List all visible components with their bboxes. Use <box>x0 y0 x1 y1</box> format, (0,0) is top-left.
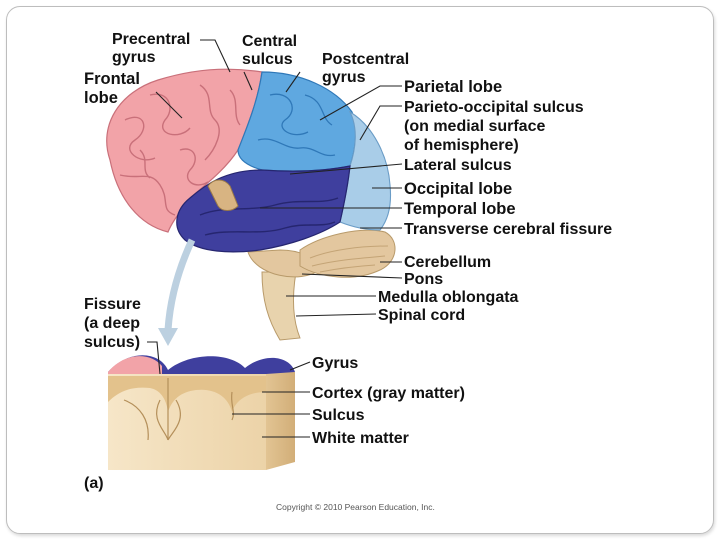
frontal-gyri <box>119 84 241 216</box>
label-gyrus: Gyrus <box>312 355 358 372</box>
label-postcentral-line2: gyrus <box>322 69 366 86</box>
label-frontal-line1: Frontal <box>84 70 140 88</box>
label-temporal-lobe: Temporal lobe <box>404 200 516 218</box>
label-spinal-cord: Spinal cord <box>378 307 465 324</box>
label-parieto-line1: Parieto-occipital sulcus <box>404 99 584 116</box>
spinal-cord <box>261 271 301 341</box>
label-parieto-line3: of hemisphere) <box>404 137 519 154</box>
slide-frame <box>6 6 714 534</box>
label-precentral-line2: gyrus <box>112 49 156 66</box>
label-pons: Pons <box>404 271 443 288</box>
leader-lines <box>147 39 403 438</box>
label-cortex: Cortex (gray matter) <box>312 385 465 402</box>
zoom-arrow <box>164 238 196 331</box>
gray-matter <box>108 376 266 412</box>
label-parieto-line2: (on medial surface <box>404 118 545 135</box>
label-central-line2: sulcus <box>242 51 293 68</box>
label-precentral-line1: Precentral <box>112 31 190 48</box>
sulcus-folds <box>123 378 235 441</box>
label-lateral-sulcus: Lateral sulcus <box>404 157 512 174</box>
cortex-block <box>108 355 295 470</box>
label-fissure-line2: (a deep <box>84 315 140 332</box>
cerebellum-folia <box>309 245 389 273</box>
label-fissure-line3: sulcus) <box>84 334 140 351</box>
label-parietal-lobe: Parietal lobe <box>404 78 502 96</box>
parietal-gyri <box>257 93 336 157</box>
block-side <box>266 372 295 470</box>
label-occipital-lobe: Occipital lobe <box>404 180 512 198</box>
block-top-frontal <box>108 356 162 376</box>
label-central-line1: Central <box>242 33 297 50</box>
copyright-notice: Copyright © 2010 Pearson Education, Inc. <box>276 502 435 512</box>
label-fissure-line1: Fissure <box>84 296 141 313</box>
label-sulcus: Sulcus <box>312 407 365 424</box>
brain-illustration <box>106 68 396 346</box>
label-transverse-fissure: Transverse cerebral fissure <box>404 221 612 238</box>
label-postcentral-line1: Postcentral <box>322 51 409 68</box>
panel-label: (a) <box>84 475 104 492</box>
lateral-sulcus-flap <box>207 179 239 211</box>
label-white-matter: White matter <box>312 430 409 447</box>
zoom-arrow-head <box>158 328 178 346</box>
label-frontal-line2: lobe <box>84 89 118 107</box>
label-medulla: Medulla oblongata <box>378 289 519 306</box>
label-cerebellum: Cerebellum <box>404 254 491 271</box>
